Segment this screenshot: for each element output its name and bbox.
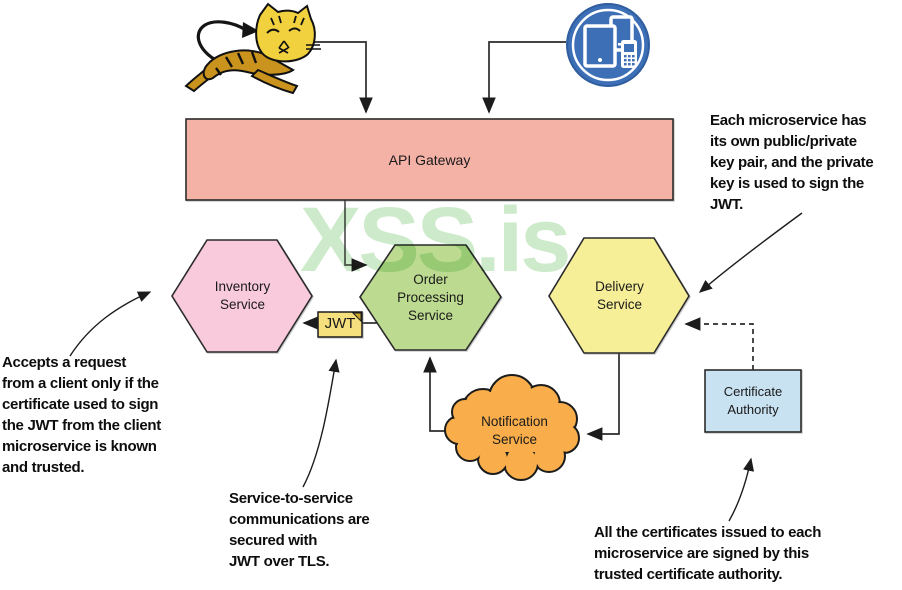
api-gateway-box [185,118,674,201]
connector-group [296,41,754,441]
jwt-note-box [317,311,363,338]
delivery-service-hexagon [548,237,690,354]
arrow-devices-to-gateway [482,41,566,114]
pointer-to-jwt [302,358,340,488]
notification-service-cloud [444,374,580,481]
monitor-icon [583,24,617,68]
arrow-gateway-to-order [344,200,368,272]
annotation-ca-signing: All the certificates issued to each micr… [594,524,822,583]
delivery-service-label: Delivery Service [595,279,644,312]
arrow-delivery-to-cloud [586,353,620,441]
pointer-to-inventory [69,291,152,357]
jwt-token-note [317,311,363,338]
client-devices-icon [566,3,650,87]
arrow-tomcat-to-gateway [296,41,373,114]
dashed-arrow-ca-to-delivery [684,317,754,370]
inventory-service-hexagon [171,239,313,353]
certificate-authority-box [704,369,802,433]
order-processing-service-hexagon [359,244,502,351]
certificate-authority-label: Certificate Authority [723,384,783,417]
jwt-label: JWT [324,314,356,332]
inventory-service-label: Inventory Service [214,279,271,312]
api-gateway-label: API Gateway [388,151,471,168]
annotation-jwt-tls: Service-to-service communications are se… [229,490,370,570]
annotation-client-trust: Accepts a request from a client only if … [2,354,161,476]
jwt-note-fold-icon [351,312,362,323]
pointer-to-delivery [698,212,803,293]
tomcat-logo-icon [184,2,321,95]
pointer-to-ca [728,457,755,522]
annotation-pointer-group [69,212,803,522]
annotation-key-pair: Each microservice has its own public/pri… [710,112,874,213]
notification-service-label: Notification Service [481,414,548,447]
order-processing-service-label: Order Processing Service [397,272,464,323]
